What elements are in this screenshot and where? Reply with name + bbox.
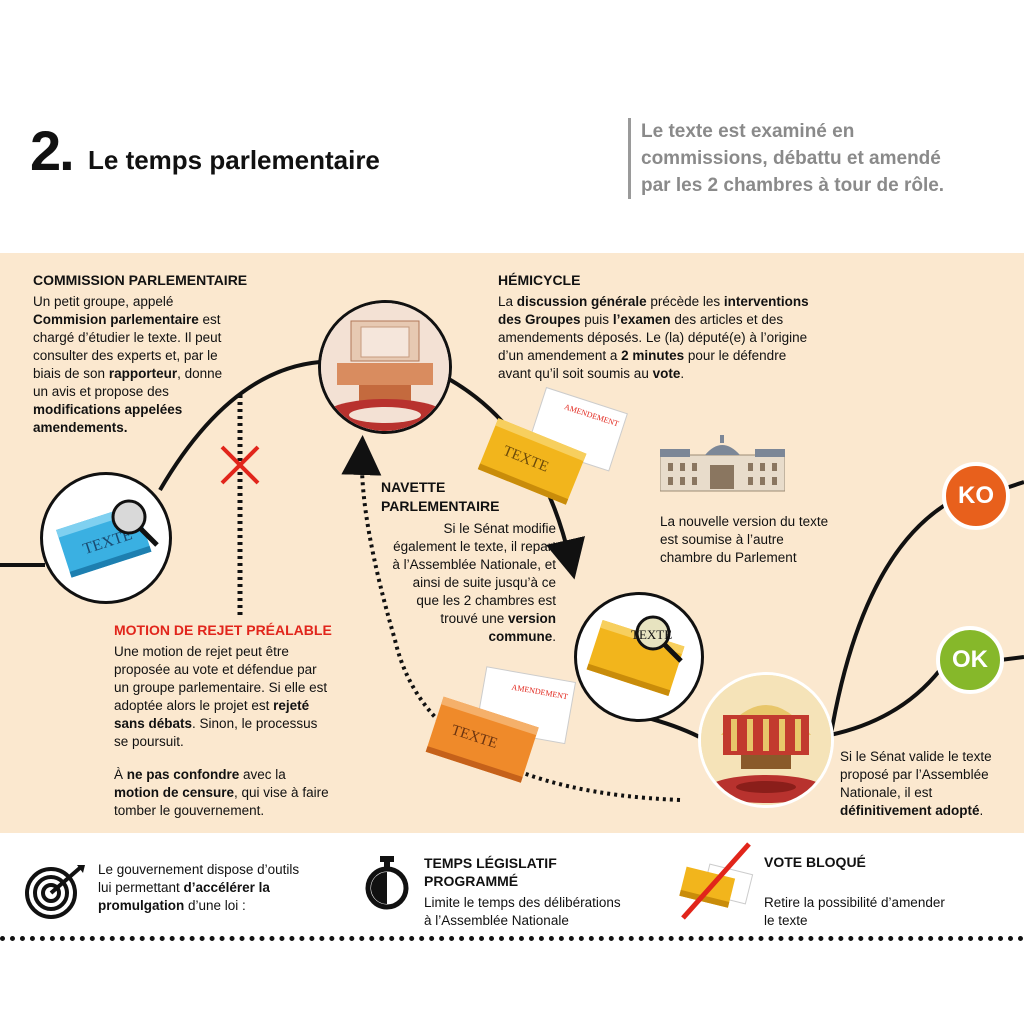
subtitle-line: par les 2 chambres à tour de rôle. [641,175,945,196]
text-line: Une motion de rejet peut être [114,644,289,659]
commission-illustration: TEXTE [40,472,172,604]
text-line: La nouvelle version du texte [660,514,829,529]
target-icon [25,865,85,919]
hemicycle-heading: HÉMICYCLE [498,272,581,288]
ko-badge: KO [942,462,1010,530]
text-line: motion de censure, qui vise à faire [114,785,329,800]
page-subtitle: Le texte est examiné en commissions, déb… [628,118,1024,199]
text-line: Un petit groupe, appelé [33,294,174,309]
hemicycle-illustration [318,300,452,434]
text-line: À ne pas confondre avec la [114,767,286,782]
text-line: amendements déposés. Le (la) député(e) à… [498,330,808,345]
subtitle-line: commissions, débattu et amendé [641,148,941,169]
section-number: 2. [30,119,75,182]
navette-heading: NAVETTE PARLEMENTAIRE [381,478,499,516]
text-line: amendements. [33,420,128,435]
flow-curve-to-ko [828,503,947,741]
stopwatch-icon [365,856,409,910]
senat-note-text: La nouvelle version du texte est soumise … [660,513,850,567]
adopted-text: Si le Sénat valide le texte proposé par l… [840,748,1024,820]
senat-commission-illustration: TEXTE [574,592,704,722]
text-line: La discussion générale précède les inter… [498,294,809,309]
text-line: un avis et propose des [33,384,169,399]
vb-heading: VOTE BLOQUÉ [764,854,866,870]
commission-heading: COMMISSION PARLEMENTAIRE [33,272,248,288]
hemicycle-text: La discussion générale précède les inter… [498,293,838,383]
ok-badge: OK [936,626,1004,694]
flow-line-ok-out [999,655,1024,662]
text-line: proposée au vote et défendue par [114,662,317,677]
text-line: également le texte, il repart [393,539,556,554]
text-line: chambre du Parlement [660,550,797,565]
motion-heading: MOTION DE REJET PRÉALABLE [114,622,332,638]
texte-amendement-doc-2: AMENDEMENT TEXTE [425,666,577,783]
tlp-text-line: Limite le temps des délibérations [424,895,621,910]
navette-heading-line: NAVETTE [381,479,446,495]
tlp-text-line: à l’Assemblée Nationale [424,913,569,928]
vote-bloque-icon [679,842,754,920]
text-line: des Groupes puis l’examen des articles e… [498,312,784,327]
text-line: un groupe parlementaire. Si elle est [114,680,328,695]
motion-text: Une motion de rejet peut être proposée au… [114,643,364,751]
text-line: biais de son rapporteur, donne [33,366,223,381]
text-line: modifications appelées [33,402,183,417]
text-line: consulter des experts et, par le [33,348,218,363]
text-line: promulgation d’une loi : [98,898,246,913]
motion-note-text: À ne pas confondre avec la motion de cens… [114,766,364,820]
page-title: Le temps parlementaire [88,145,380,175]
text-line: ainsi de suite jusqu’à ce [412,575,556,590]
text-line: est soumise à l’autre [660,532,784,547]
tlp-text: Limite le temps des délibérations à l’As… [424,894,664,930]
text-line: sans débats. Sinon, le processus [114,716,318,731]
text-line: trouvé une version [440,611,556,626]
text-line: à l’Assemblée Nationale, et [392,557,556,572]
text-line: Le gouvernement dispose d’outils [98,862,300,877]
text-line: adoptée alors le projet est rejeté [114,698,310,713]
doc-label-texte: TEXTE [631,627,672,642]
navette-text: Si le Sénat modifie également le texte, i… [380,520,556,646]
text-line: Nationale, il est [840,785,933,800]
flow-curve-commission-hemicycle [158,360,321,492]
footer-intro-text: Le gouvernement dispose d’outils lui perm… [98,861,338,915]
text-line: définitivement adopté. [840,803,984,818]
text-line: chargé d’étudier le texte. Il peut [33,330,222,345]
navette-heading-line: PARLEMENTAIRE [381,498,500,514]
tlp-heading-line: TEMPS LÉGISLATIF [424,855,557,871]
text-line: d’un amendement a 2 minutes pour le défe… [498,348,787,363]
vb-text-line: le texte [764,913,808,928]
text-line: que les 2 chambres est [416,593,556,608]
tlp-heading-line: PROGRAMMÉ [424,873,519,889]
text-line: se poursuit. [114,734,184,749]
tlp-heading: TEMPS LÉGISLATIF PROGRAMMÉ [424,854,557,890]
text-line: Commision parlementaire est [33,312,221,327]
navette-return-path [341,435,681,802]
text-line: commune. [488,629,556,644]
text-line: tomber le gouvernement. [114,803,265,818]
senat-building-illustration [660,435,785,492]
flow-curve-to-ok [829,668,942,737]
text-line: Si le Sénat valide le texte [840,749,992,764]
rejection-cross-icon [220,445,260,485]
senat-hemicycle-illustration [698,672,834,808]
vb-text-line: Retire la possibilité d’amender [764,895,945,910]
text-line: avant qu’il soit soumis au vote. [498,366,685,381]
text-line: Si le Sénat modifie [443,521,556,536]
text-line: proposé par l’Assemblée [840,767,989,782]
texte-amendement-doc-1: AMENDEMENT TEXTE [477,386,628,505]
text-line: lui permettant d’accélérer la [98,880,270,895]
vb-text: Retire la possibilité d’amender le texte [764,894,1004,930]
subtitle-line: Le texte est examiné en [641,121,855,142]
footer-dotted-separator [0,936,1024,941]
